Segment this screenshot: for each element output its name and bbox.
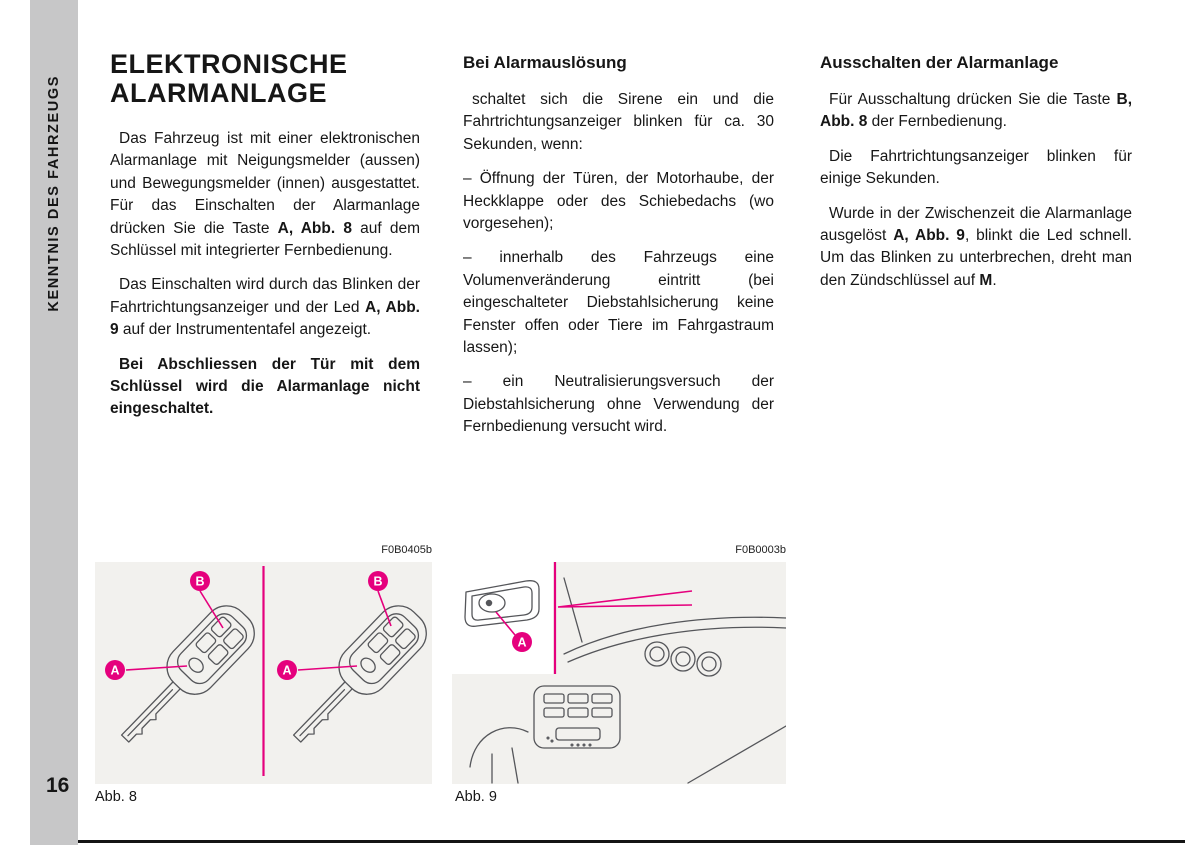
paragraph: schaltet sich die Sirene ein und die Fah…	[463, 91, 774, 153]
chapter-title-vertical: KENNTNIS DES FAHRZEUGS	[46, 74, 62, 312]
dashboard-illustration: A	[452, 562, 786, 784]
figure8-caption: Abb. 8	[95, 789, 137, 805]
paragraph: Wurde in der Zwischenzeit die Alarmanlag…	[820, 204, 1132, 289]
callout-a-letter: A	[517, 636, 526, 650]
section-title-line2: ALARMANLAGE	[110, 78, 327, 108]
paragraph: Für Ausschaltung drücken Sie die Taste B…	[820, 91, 1132, 131]
callout-b-badge	[190, 571, 210, 591]
bullet-item: – innerhalb des Fahrzeugs eine Volumenve…	[463, 249, 774, 357]
bold-ref: A, Abb. 8	[277, 219, 352, 237]
subsection-title: Bei Alarmauslösung	[463, 53, 627, 72]
callout-b-letter: B	[373, 575, 382, 589]
bold-ref: A, Abb. 9	[110, 298, 420, 339]
figure9-dashboard: A	[452, 562, 786, 784]
callout-leader-line	[495, 611, 516, 636]
dashboard-line-art	[469, 577, 786, 784]
keys-illustration: B A B A	[105, 566, 432, 776]
figure9-code: F0B0003b	[735, 544, 786, 556]
callout-a-badge	[512, 632, 532, 652]
callout-leader-line	[199, 590, 224, 629]
figure9-caption: Abb. 9	[455, 789, 497, 805]
paragraph: Das Einschalten wird durch das Blinken d…	[110, 276, 420, 339]
text-column-2: Bei Alarmauslösung schaltet sich die Sir…	[463, 50, 774, 451]
bold-ref: B, Abb. 8	[820, 91, 1132, 131]
callout-a-letter: A	[110, 664, 119, 678]
bold-ref: M	[979, 271, 993, 289]
chapter-tab: KENNTNIS DES FAHRZEUGS	[30, 46, 78, 340]
page-bottom-rule	[78, 840, 1185, 843]
key-right-illustration	[277, 596, 432, 758]
section-title-line1: ELEKTRONISCHE	[110, 49, 348, 79]
key-left-illustration	[105, 596, 265, 758]
figure8-remote-keys: B A B A	[95, 562, 432, 784]
bullet-item: – ein Neutralisierungsversuch der Diebst…	[463, 373, 774, 436]
paragraph: Das Fahrzeug ist mit einer elektronische…	[110, 130, 420, 260]
paragraph-warning: Bei Abschliessen der Tür mit dem Schlüss…	[110, 355, 420, 418]
subsection-title: Ausschalten der Alarmanlage	[820, 53, 1059, 72]
bullet-item: – Öffnung der Türen, der Motorhaube, der…	[463, 170, 774, 233]
bold-ref: A, Abb. 9	[893, 227, 965, 245]
zoom-wedge-lines	[557, 590, 693, 608]
page-number: 16	[46, 774, 70, 797]
callout-a-badge	[105, 660, 125, 680]
chapter-tab-strip	[30, 0, 78, 845]
paragraph: Die Fahrtrichtungsanzeiger blinken für e…	[820, 147, 1132, 188]
callout-b-badge	[368, 571, 388, 591]
callout-leader-line	[297, 665, 358, 671]
callout-a-letter: A	[282, 664, 291, 678]
figure8-code: F0B0405b	[381, 544, 432, 556]
callout-leader-line	[125, 665, 188, 671]
callout-a-badge	[277, 660, 297, 680]
led-inset-illustration	[464, 580, 540, 627]
callout-leader-line	[377, 590, 392, 627]
text-column-3: Ausschalten der Alarmanlage Für Ausschal…	[820, 50, 1132, 304]
callout-b-letter: B	[195, 575, 204, 589]
